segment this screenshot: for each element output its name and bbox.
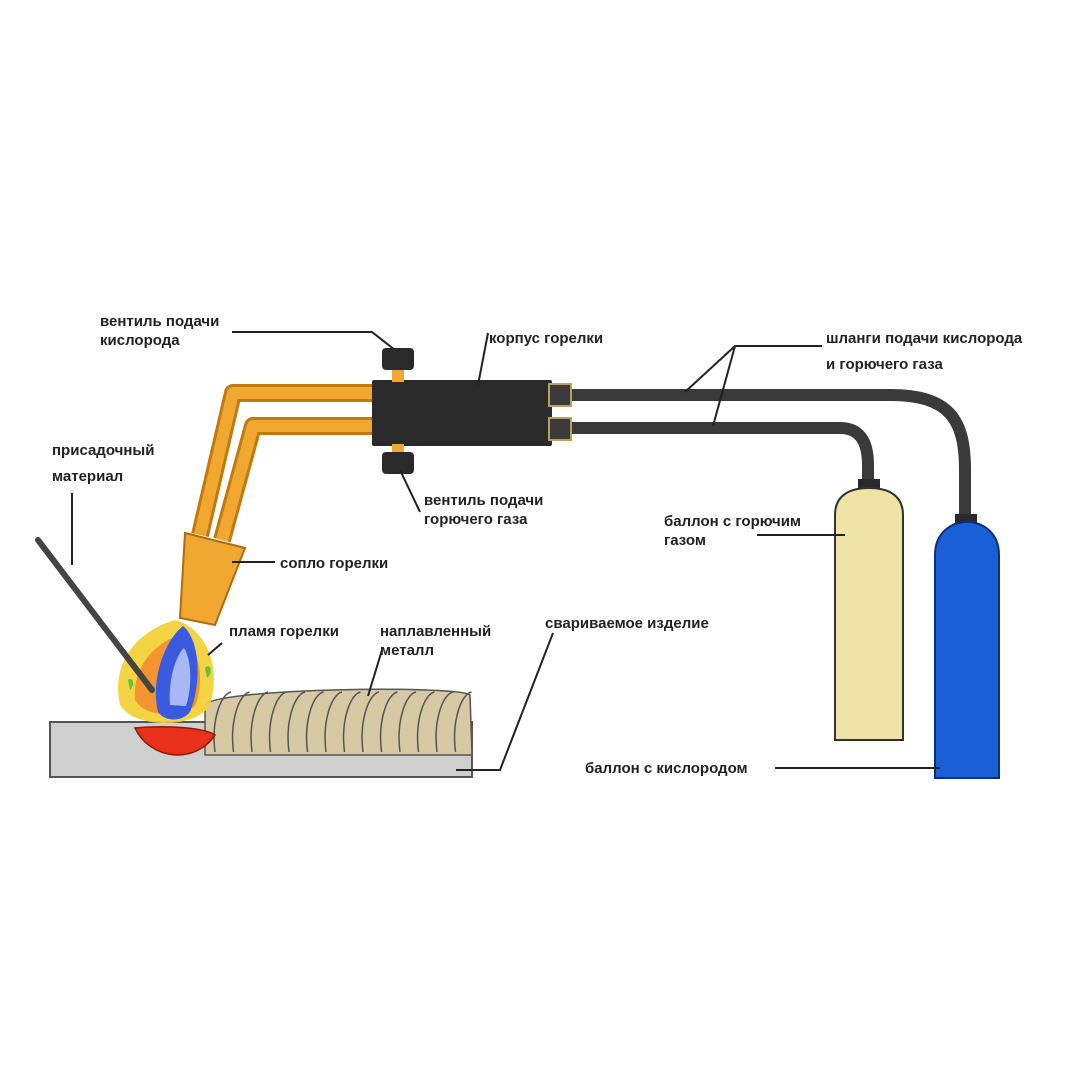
label-deposited-metal: наплавленный металл	[380, 623, 495, 659]
bead-ridge	[250, 691, 269, 753]
bead-ridge	[231, 691, 250, 753]
bead-ridge	[379, 691, 398, 753]
hoses	[570, 389, 971, 518]
leader-lines	[71, 331, 940, 771]
leader-flame	[207, 642, 223, 656]
bead-ridge	[435, 691, 454, 753]
fuel-valve-knob-icon	[382, 444, 414, 474]
torch-body	[372, 380, 552, 446]
label-fuel-valve: вентиль подачи горючего газа	[424, 492, 548, 528]
label-filler-material: присадочный материал	[52, 442, 159, 485]
label-torch-body: корпус горелки	[489, 330, 603, 347]
bead-ridge	[416, 691, 435, 753]
flame-icon	[118, 620, 214, 724]
label-oxygen-valve: вентиль подачи кислорода	[100, 313, 224, 349]
oxygen-cylinder-icon	[934, 514, 1000, 779]
bead-ridge	[342, 691, 361, 753]
deposited-metal-bead	[204, 688, 473, 756]
bead-ridge	[398, 691, 417, 753]
bead-body	[204, 688, 473, 756]
hose-connector-fuel	[548, 417, 572, 441]
oxygen-valve-knob-icon	[382, 348, 414, 382]
bead-ridge	[268, 691, 287, 753]
label-flame: пламя горелки	[229, 623, 339, 640]
bead-ridge	[453, 691, 472, 753]
leader-fuel-valve	[399, 469, 421, 513]
filler-rod	[35, 537, 155, 693]
bead-ridge	[305, 691, 324, 753]
hose-connector-oxygen	[548, 383, 572, 407]
label-oxygen-cylinder: баллон с кислородом	[585, 760, 748, 777]
label-workpiece: свариваемое изделие	[545, 615, 709, 632]
leader-torch-body	[477, 332, 489, 386]
bead-ridge	[213, 691, 232, 753]
label-nozzle: сопло горелки	[280, 555, 388, 572]
weld-pool	[133, 726, 217, 756]
leader-oxygen-valve	[232, 331, 396, 351]
leader-hoses	[684, 345, 822, 393]
torch-tubes	[191, 384, 372, 543]
leader-hoses-2	[712, 345, 736, 427]
bead-ridge	[361, 691, 380, 753]
bead-ridge	[324, 691, 343, 753]
torch-nozzle	[178, 531, 247, 627]
bead-ridge	[287, 691, 306, 753]
leader-workpiece	[456, 632, 554, 771]
leader-deposited-metal	[367, 649, 383, 697]
label-fuel-cylinder: баллон с горючим газом	[664, 513, 805, 549]
fuel-gas-cylinder-icon	[834, 479, 904, 741]
label-hoses: шланги подачи кислорода и горючего газа	[826, 330, 1026, 373]
